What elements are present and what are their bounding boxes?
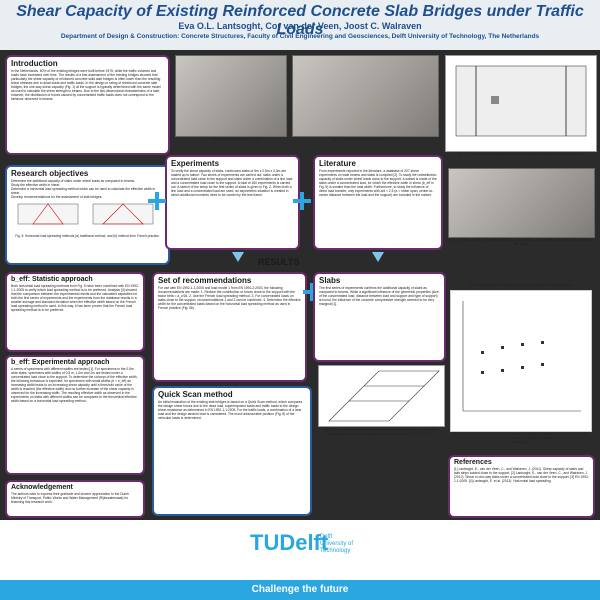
introduction-heading: Introduction [11, 59, 58, 68]
statistic-heading: b_eff: Statistic approach [11, 276, 93, 283]
arrow-down-icon [232, 252, 244, 262]
poster-authors: Eva O.L. Lantsoght, Cor van der Veen, Jo… [178, 21, 422, 31]
poster-header: Shear Capacity of Existing Reinforced Co… [0, 0, 600, 50]
literature-heading: Literature [319, 159, 356, 168]
introduction-text: In the Netherlands, 60% of the existing … [11, 69, 161, 101]
logo-sub-1: Delft [320, 534, 333, 540]
acknowledgement-box: Acknowledgement The authors wish to expr… [5, 480, 145, 518]
research-objectives-heading: Research objectives [11, 169, 89, 178]
acknowledgement-text: The authors wish to express their gratit… [11, 492, 129, 504]
experiments-heading: Experiments [171, 159, 220, 168]
experimental-box: b_eff: Experimental approach A series of… [5, 355, 145, 475]
literature-text: From experiments reported in the literat… [319, 169, 437, 197]
objective-item-2: Study the effective width in shear. [11, 183, 61, 187]
experiments-text: To verify the shear capacity of slabs, c… [171, 169, 293, 197]
experimental-heading: b_eff: Experimental approach [11, 359, 110, 366]
slabs-heading: Slabs [319, 276, 341, 285]
literature-box: Literature From experiments reported in … [313, 155, 443, 250]
footer-slogan: Challenge the future [251, 584, 349, 595]
statistic-box: b_eff: Statistic approach Both horizonta… [5, 272, 145, 352]
recommendations-text: For use with EN 1992-1-1:2005 and load m… [158, 286, 301, 310]
references-box: References [1] Lantsoght, E., van der Ve… [448, 455, 595, 518]
fig7-caption: Fig. 7: Maximum load for specimens of in… [453, 432, 587, 444]
research-objectives-box: Research objectives Determine the additi… [5, 165, 170, 265]
slabs-box: Slabs The first series of experiments co… [313, 272, 446, 362]
plus-icon [293, 192, 311, 210]
fig3-diagram [455, 65, 587, 137]
tudelft-logo: TUDelft [250, 530, 329, 555]
slabs-text: The first series of experiments confirms… [319, 286, 439, 306]
arrow-down-icon [372, 252, 384, 262]
fig8-diagram [318, 365, 445, 427]
results-label: RESULTS [258, 257, 300, 267]
statistic-text: Both horizontal load spreading methods f… [11, 284, 139, 312]
fig6-caption: Fig. 6: Principle of the application of … [469, 283, 572, 287]
objective-item-3: Determine a horizontal load spreading me… [11, 187, 156, 195]
quickscan-text: An initial evaluation of the existing sl… [158, 400, 303, 420]
quickscan-heading: Quick Scan method [158, 390, 233, 399]
tudelft-subtitle: Delft University of Technology [320, 534, 353, 555]
fig3-caption: Fig. 3: Top view sketch of setup for sla… [456, 152, 584, 156]
logo-sub-2: University of [320, 541, 354, 547]
references-heading: References [454, 459, 492, 466]
plus-icon [303, 283, 321, 301]
fig8-svg [328, 370, 440, 422]
fig1-caption: Fig. 1: Slab failing in beam shear (S3T4… [199, 137, 261, 141]
quickscan-box: Quick Scan method An initial evaluation … [152, 386, 312, 516]
fig5-caption: Fig. 5: Horizontal load spreading method… [15, 234, 160, 238]
fig7-plot [462, 301, 581, 412]
fig8-caption: Fig. 8: Top view of bridge with at least… [323, 428, 438, 436]
references-text: [1] Lantsoght, E., van der Veen, C., and… [454, 467, 589, 483]
fig3-sketch [445, 55, 597, 152]
fig5-diagram [17, 203, 154, 225]
objective-item-4: Develop recommendations for the assessme… [11, 195, 103, 199]
logo-sub-3: Technology [320, 548, 351, 554]
experimental-text: A series of specimens with different wid… [11, 367, 138, 403]
fig7-chart [450, 290, 592, 432]
objective-item-1: Determine the additional capacity of sla… [11, 179, 136, 183]
logo-area: TUDelft Delft University of Technology [0, 520, 600, 580]
fig4-caption: Fig. 4: Picture of setup for second seri… [448, 238, 593, 246]
fig2-photo [292, 55, 439, 137]
fig1-photo [175, 55, 287, 137]
footer-bar: Challenge the future [0, 580, 600, 600]
recommendations-box: Set of recommendations For use with EN 1… [152, 272, 307, 382]
experiments-box: Experiments To verify the shear capacity… [165, 155, 300, 250]
acknowledgement-heading: Acknowledgement [11, 484, 73, 491]
plus-icon [148, 192, 166, 210]
fig2-caption: Fig. 2: Slab failing in punching shear (… [330, 137, 399, 141]
fig4-photo [448, 168, 595, 238]
poster-department: Department of Design & Construction: Con… [60, 33, 540, 40]
recommendations-heading: Set of recommendations [158, 276, 252, 285]
poster-title: Shear Capacity of Existing Reinforced Co… [16, 3, 584, 38]
introduction-box: Introduction In the Netherlands, 60% of … [5, 55, 170, 155]
